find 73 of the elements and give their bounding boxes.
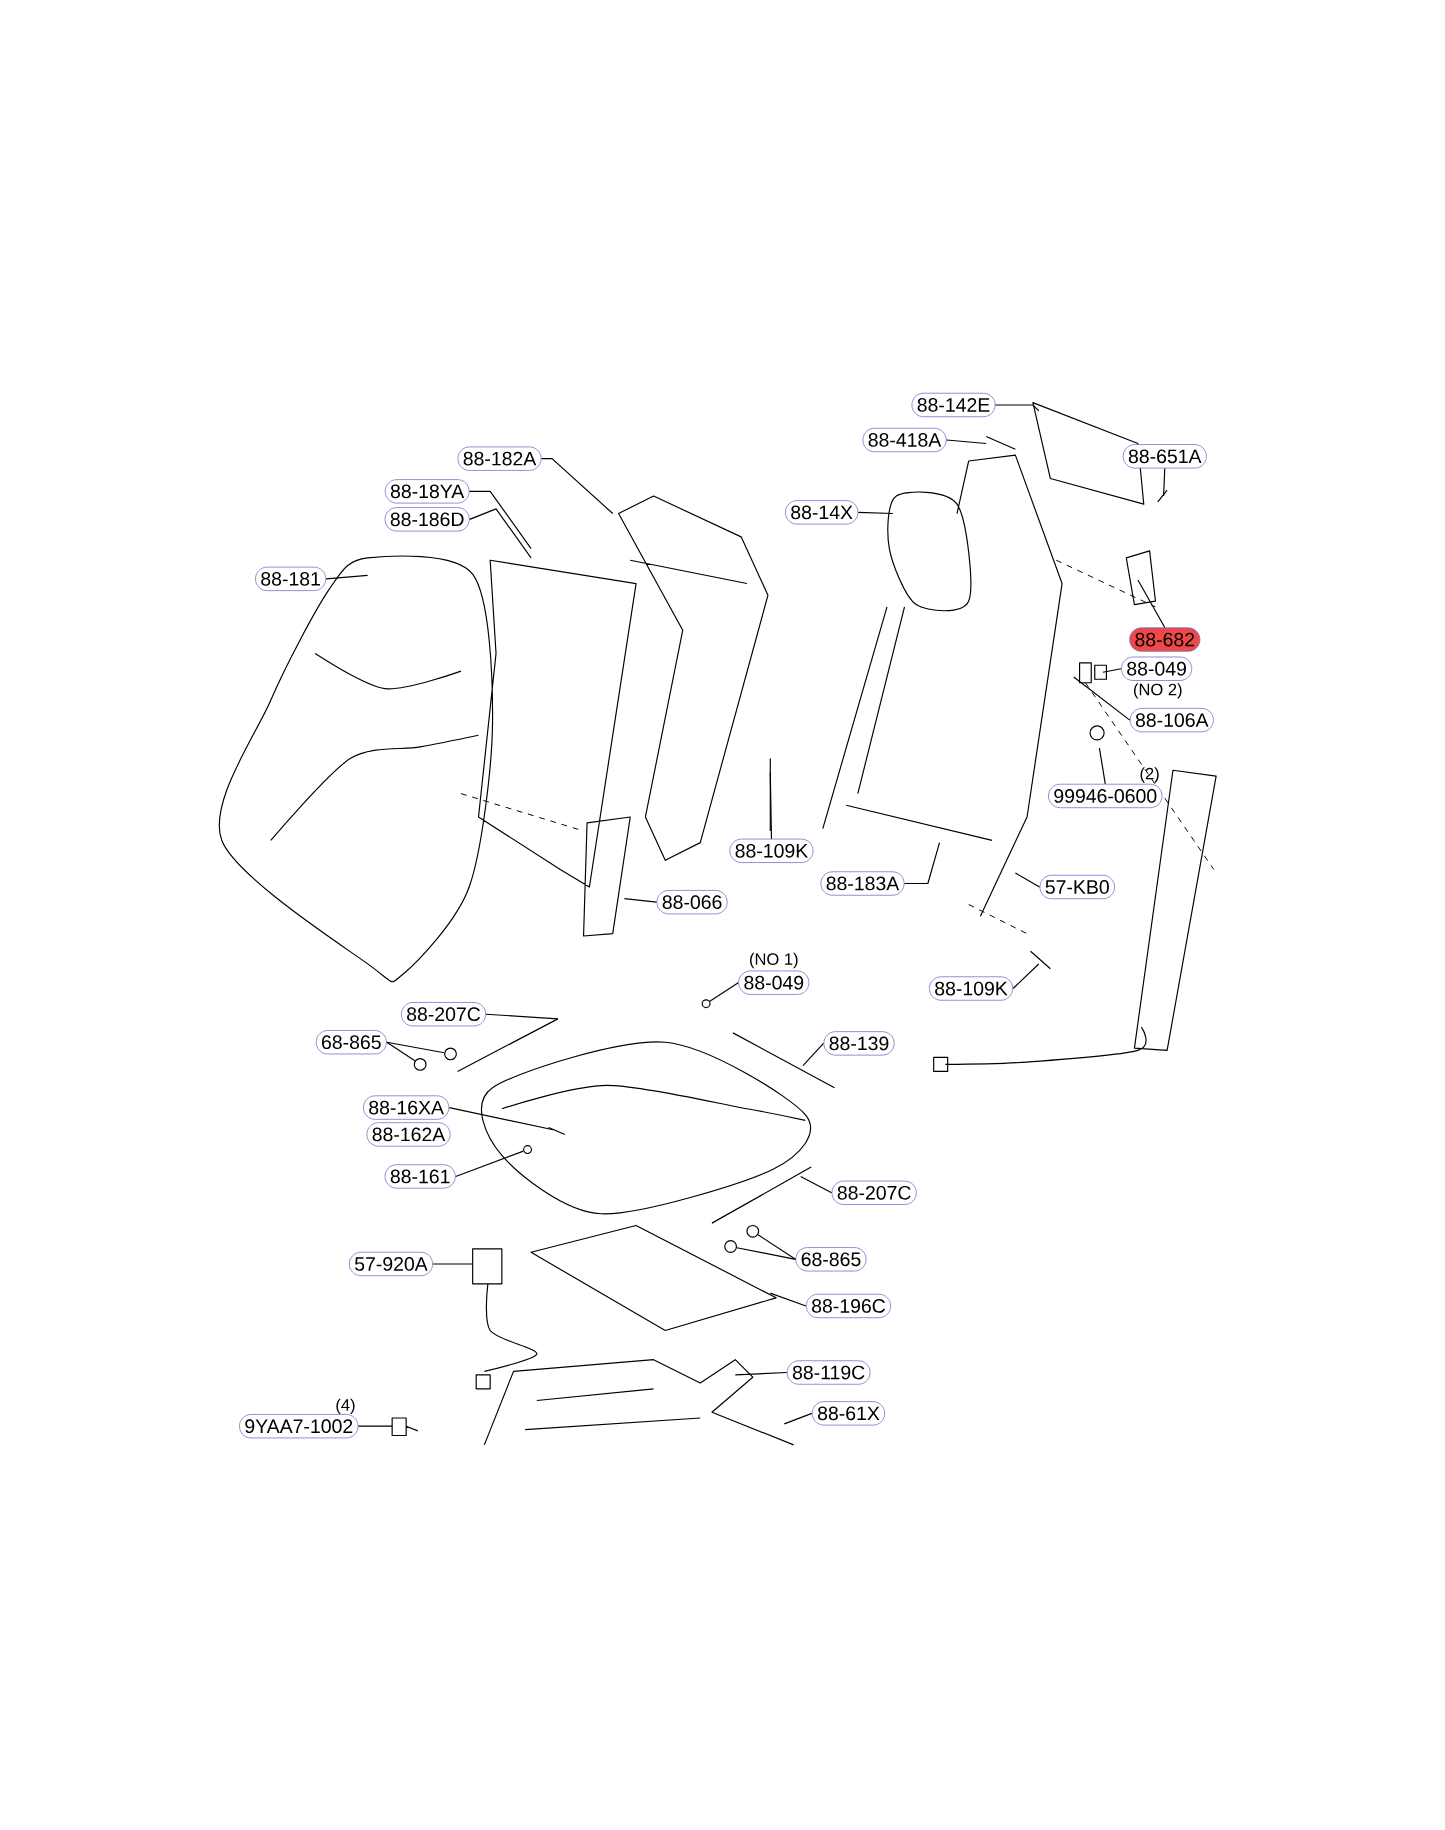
callout-label: 88-049	[1121, 656, 1193, 681]
leader-line	[485, 1013, 559, 1020]
leader-line	[995, 404, 1040, 412]
leader-line	[709, 982, 739, 1002]
leader-line	[623, 898, 658, 903]
callout-label: 88-109K	[929, 976, 1014, 1001]
callout-label: 68-865	[795, 1247, 867, 1272]
fastener-part	[523, 1145, 533, 1155]
leader-line	[386, 1041, 445, 1054]
leader-line	[1098, 747, 1106, 785]
callout-label: 88-682	[1129, 627, 1201, 652]
leader-line	[734, 1371, 788, 1376]
callout-label: 88-207C	[831, 1180, 917, 1205]
callout-label: 88-61X	[811, 1401, 886, 1426]
callout-label: 88-162A	[366, 1122, 451, 1147]
leader-line	[1102, 668, 1122, 673]
leader-line	[455, 1150, 524, 1178]
leader-line	[1163, 467, 1166, 497]
quantity-note: (4)	[336, 1398, 355, 1415]
fastener-part	[444, 1047, 457, 1061]
callout-label: 88-651A	[1122, 444, 1207, 469]
callout-label: 88-142E	[911, 392, 996, 418]
fastener-part	[746, 1224, 760, 1238]
leader-line	[857, 511, 894, 515]
leader-line	[769, 1292, 807, 1307]
leader-line	[357, 1425, 393, 1427]
leader-line	[432, 1263, 474, 1265]
callout-label: 88-186D	[384, 507, 470, 532]
callout-label: 88-049	[738, 970, 810, 995]
callout-label: 88-161	[384, 1164, 456, 1189]
callout-label: 88-207C	[401, 1002, 487, 1027]
quantity-note: (NO 1)	[750, 952, 798, 969]
callout-label: 88-106A	[1129, 707, 1214, 733]
leader-line	[469, 490, 532, 550]
leader-line	[946, 439, 987, 445]
callout-label: 99946-0600	[1048, 783, 1163, 809]
callout-label: 88-139	[823, 1031, 895, 1056]
leader-line	[783, 1412, 813, 1425]
callout-label: 88-066	[656, 890, 728, 915]
callout-label: 57-KB0	[1039, 874, 1115, 900]
quantity-note: (2)	[1140, 767, 1159, 783]
callout-label: 88-16XA	[363, 1095, 450, 1120]
leader-line	[1012, 963, 1040, 990]
leader-line	[769, 772, 773, 840]
callout-label: 88-18YA	[384, 479, 470, 504]
leader-line	[1014, 872, 1041, 888]
leader-line	[802, 1042, 825, 1067]
callout-label: 57-920A	[349, 1251, 434, 1277]
leader-line	[541, 458, 614, 515]
leader-line	[736, 1247, 797, 1260]
callout-label: 88-14X	[785, 500, 859, 525]
callout-label: 88-119C	[786, 1360, 871, 1385]
leader-line	[904, 842, 941, 885]
callout-label: 68-865	[315, 1030, 387, 1055]
callout-label: 88-182A	[457, 446, 542, 471]
callout-label: 9YAA7-1002	[239, 1414, 359, 1439]
leader-line	[325, 574, 369, 580]
fastener-part	[413, 1057, 427, 1071]
fastener-part	[724, 1240, 738, 1253]
leader-line	[448, 1107, 554, 1131]
leader-line	[800, 1175, 833, 1194]
leader-line	[1137, 579, 1166, 628]
callout-label: 88-196C	[806, 1293, 892, 1319]
callout-label: 88-183A	[820, 871, 905, 896]
leader-line	[1073, 676, 1131, 721]
leader-line	[757, 1234, 797, 1260]
callout-label: 88-418A	[862, 427, 947, 453]
quantity-note: (NO 2)	[1134, 683, 1182, 699]
fastener-part	[701, 999, 711, 1009]
callout-label: 88-109K	[729, 838, 814, 863]
leader-line	[469, 508, 532, 559]
leader-line	[386, 1041, 416, 1062]
callout-label: 88-181	[255, 566, 327, 591]
